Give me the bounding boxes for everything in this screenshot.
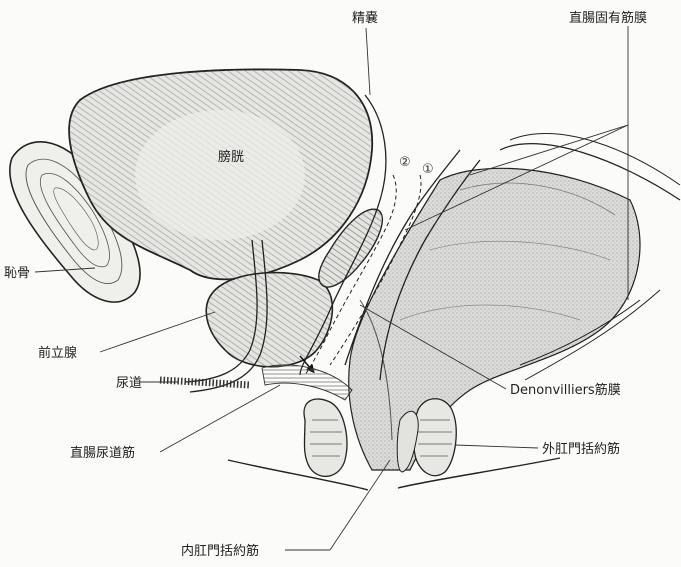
internal-sphincter-right [397,411,418,472]
prostate [206,273,332,367]
rectourethralis-muscle [262,365,352,400]
label-denonvilliers: Denonvilliers筋膜 [510,382,621,398]
label-pubis: 恥骨 [4,266,30,281]
label-external-sphincter: 外肛門括約筋 [542,441,620,457]
external-sphincter-left [304,399,347,476]
label-seminal-vesicle: 精嚢 [352,10,378,26]
label-rectal-fascia: 直腸固有筋膜 [569,10,647,26]
marker-plane-2: ② [399,155,411,170]
label-internal-sphincter: 内肛門括約筋 [181,543,259,559]
label-urethra: 尿道 [116,376,142,391]
external-sphincter-right [413,399,456,476]
label-rectourethralis: 直腸尿道筋 [70,445,135,461]
label-prostate: 前立腺 [38,345,77,361]
label-bladder: 膀胱 [218,149,244,165]
marker-plane-1: ① [422,162,434,177]
